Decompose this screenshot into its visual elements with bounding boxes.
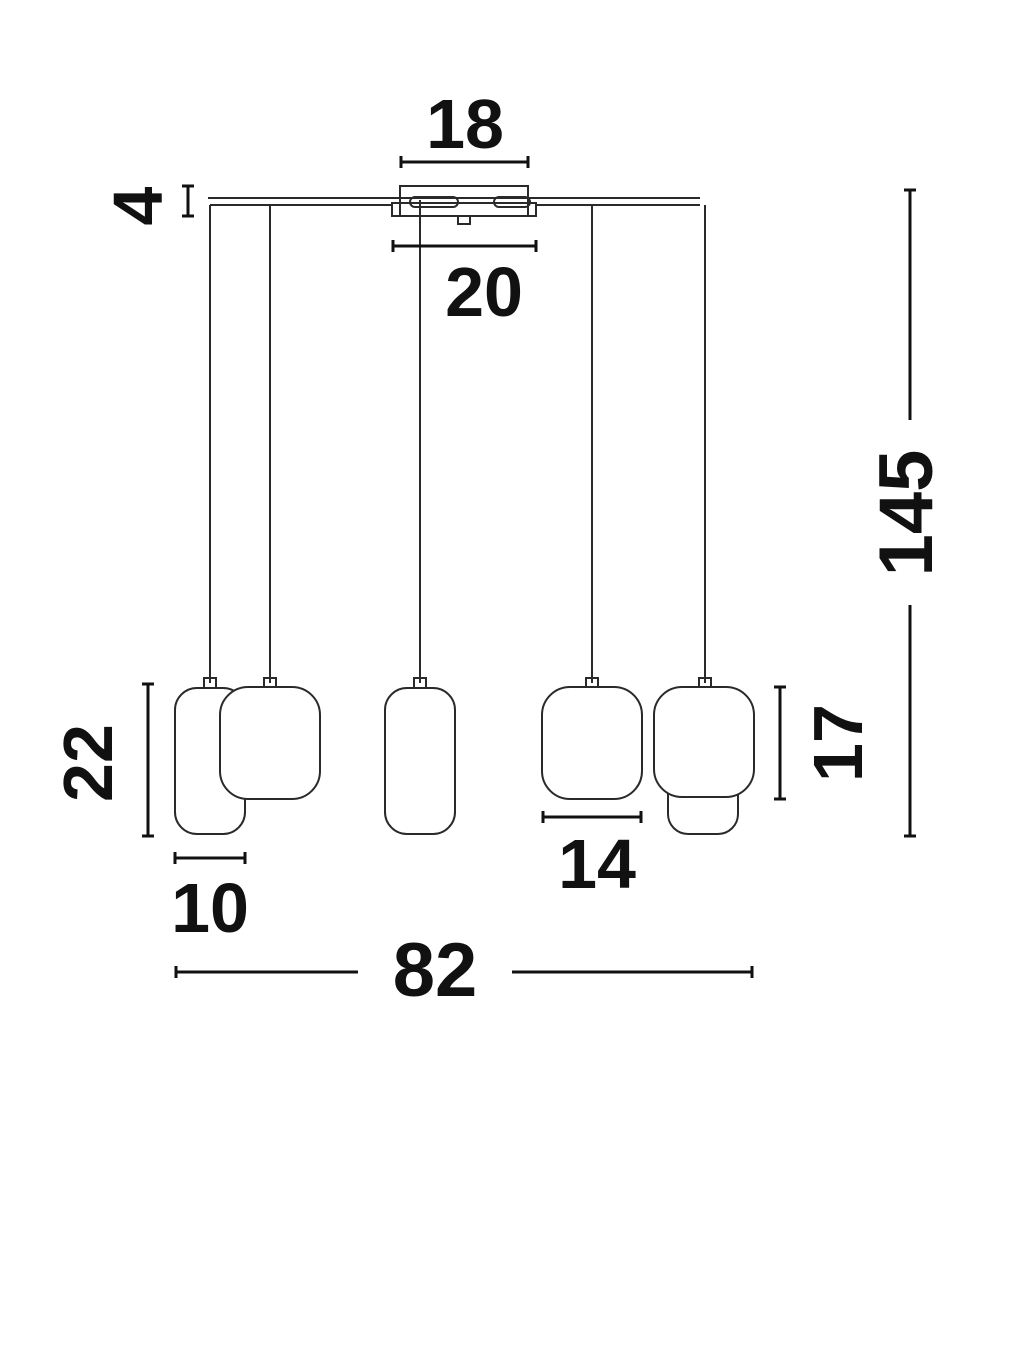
round-shade	[541, 686, 643, 800]
tall-shade-center	[384, 677, 456, 835]
total-width-label: 82	[393, 928, 478, 1013]
dimension-round-shade-height	[774, 685, 786, 801]
canopy-height-label: 4	[99, 186, 177, 225]
dimension-tall-shade-height	[142, 682, 154, 838]
dimension-tall-shade-width	[173, 852, 247, 864]
round-shade-right	[541, 677, 643, 800]
tall-shade	[384, 687, 456, 835]
dimension-total-width	[174, 966, 754, 978]
dimension-labels: 18 20 4 145 22 10 17 14 82	[49, 85, 949, 1013]
dimension-total-height	[904, 188, 916, 838]
dimension-round-shade-width	[541, 811, 643, 823]
round-shade	[219, 686, 321, 800]
canopy-slot-left	[409, 196, 459, 208]
tall-shade-height-label: 22	[49, 724, 127, 802]
tall-shade-width-label: 10	[171, 869, 249, 947]
canopy-depth-label: 20	[445, 253, 523, 331]
round-shade-width-label: 14	[558, 825, 636, 903]
dimension-canopy-depth	[391, 240, 538, 252]
canopy-slot-right	[493, 196, 531, 208]
pendant-shades	[174, 677, 755, 835]
canopy-screw	[457, 215, 471, 225]
round-shade	[653, 686, 755, 798]
pendant-cords	[209, 200, 706, 683]
canopy-base	[391, 202, 537, 217]
canopy	[208, 185, 700, 225]
dimension-canopy-width	[399, 156, 530, 168]
round-shade-far-right	[653, 677, 755, 798]
dimension-canopy-height	[182, 184, 194, 218]
total-height-label: 145	[864, 450, 949, 577]
canopy-width-label: 18	[426, 85, 504, 163]
round-shade-height-label: 17	[799, 704, 877, 782]
round-shade-left	[219, 677, 321, 800]
dimension-lines	[142, 156, 916, 978]
